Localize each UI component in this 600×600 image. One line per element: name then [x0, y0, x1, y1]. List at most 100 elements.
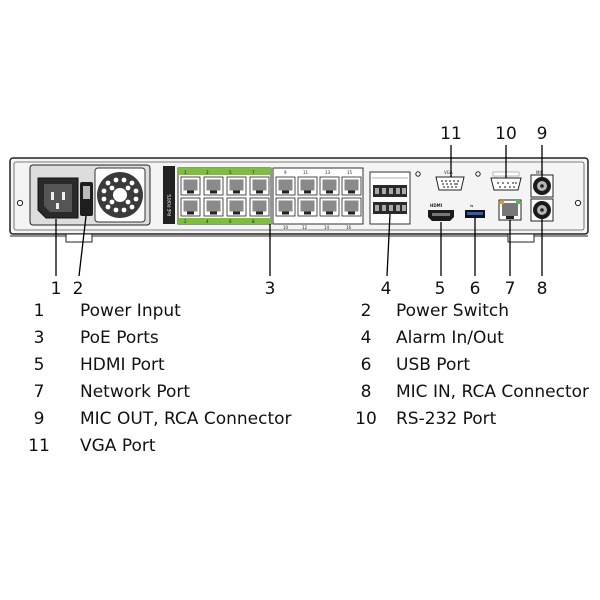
legend-row: 8 MIC IN, RCA Connector — [300, 382, 600, 408]
legend-number: 9 — [33, 409, 45, 429]
callout-3: 3 — [265, 279, 276, 299]
port-number-bottom: 14 — [324, 225, 330, 230]
ethernet-port-icon — [297, 176, 318, 196]
legend-number: 10 — [355, 409, 377, 429]
legend-row: 1 Power Input — [0, 301, 300, 327]
poe-label-strip — [163, 166, 175, 224]
legend-row: 11 VGA Port — [0, 436, 300, 462]
ethernet-port-icon — [319, 176, 340, 196]
fan-grille-icon — [94, 167, 146, 223]
screw-icon — [16, 199, 24, 207]
port-number-bottom: 8 — [252, 219, 255, 224]
legend-row: 5 HDMI Port — [0, 355, 300, 381]
legend-label: MIC IN, RCA Connector — [396, 382, 590, 402]
port-number-top: 5 — [229, 170, 232, 175]
port-number-top: 3 — [206, 170, 209, 175]
hdmi-label: HDMI — [430, 203, 443, 208]
legend-number: 6 — [360, 355, 372, 375]
legend-label: MIC OUT, RCA Connector — [80, 409, 292, 429]
power-switch — [80, 182, 93, 216]
mic-out-rca-connector: MIC — [530, 170, 554, 198]
callout-4: 4 — [381, 279, 392, 299]
ethernet-ports — [180, 176, 362, 217]
legend-label: HDMI Port — [80, 355, 165, 375]
callout-7: 7 — [505, 279, 516, 299]
port-number-top: 15 — [347, 170, 353, 175]
screw-icon — [415, 171, 421, 177]
ethernet-port-icon — [249, 176, 270, 196]
legend-row: 7 Network Port — [0, 382, 300, 408]
ethernet-port-icon — [297, 197, 318, 217]
ethernet-port-icon — [275, 197, 296, 217]
port-number-top: 13 — [325, 170, 331, 175]
port-number-bottom: 12 — [302, 225, 308, 230]
legend-number: 5 — [33, 355, 45, 375]
port-number-top: 9 — [284, 170, 287, 175]
port-number-bottom: 10 — [283, 225, 289, 230]
legend-row: 2 Power Switch — [300, 301, 600, 327]
vga-label: VGA — [444, 170, 453, 175]
legend-number: 7 — [33, 382, 45, 402]
legend-row: 3 PoE Ports — [0, 328, 300, 354]
ethernet-port-icon — [226, 197, 247, 217]
legend-row: 9 MIC OUT, RCA Connector — [0, 409, 300, 435]
port-number-bottom: 6 — [229, 219, 232, 224]
callout-5: 5 — [435, 279, 446, 299]
port-number-labels: 1 3 5 7 9 11 13 15 2 4 6 8 10 12 14 16 — [184, 170, 353, 230]
callout-6: 6 — [470, 279, 481, 299]
legend-label: VGA Port — [80, 436, 156, 456]
callout-1: 1 — [51, 279, 62, 299]
legend-number: 3 — [33, 328, 45, 348]
chassis-foot-left — [65, 233, 93, 243]
port-number-top: 11 — [303, 170, 309, 175]
leader-line-4 — [386, 213, 391, 277]
nvr-rear-panel-diagram: PoE PORTS 1 3 5 7 9 11 13 15 2 4 6 8 10 … — [9, 124, 589, 299]
usb-port: ⇆ — [465, 203, 485, 218]
legend-number: 2 — [360, 301, 372, 321]
legend-label: RS-232 Port — [396, 409, 497, 429]
network-port — [498, 199, 522, 221]
legend-row: 4 Alarm In/Out — [300, 328, 600, 354]
legend-number: 11 — [28, 436, 50, 456]
callout-10: 10 — [495, 124, 517, 144]
alarm-io-terminals — [369, 171, 411, 225]
port-number-top: 7 — [252, 170, 255, 175]
callout-2: 2 — [73, 279, 84, 299]
hdmi-port: HDMI — [428, 203, 454, 221]
ethernet-port-icon — [180, 176, 201, 196]
ethernet-port-icon — [341, 197, 362, 217]
legend-label: USB Port — [396, 355, 471, 375]
legend: 1 Power Input 2 Power Switch 3 PoE Ports… — [0, 298, 600, 468]
port-number-top: 1 — [184, 170, 187, 175]
poe-label-text: PoE PORTS — [167, 194, 172, 216]
port-number-bottom: 2 — [184, 219, 187, 224]
ethernet-port-icon — [319, 197, 340, 217]
chassis-foot-right — [507, 233, 535, 243]
callout-8: 8 — [537, 279, 548, 299]
ethernet-port-icon — [226, 176, 247, 196]
leader-lines — [55, 145, 543, 277]
ethernet-port-icon — [203, 176, 224, 196]
leader-line-2 — [78, 215, 87, 277]
poe-green-band-bottom — [178, 218, 271, 224]
ethernet-port-icon — [249, 197, 270, 217]
legend-label: Network Port — [80, 382, 191, 402]
legend-label: Alarm In/Out — [396, 328, 504, 348]
power-input-connector — [37, 177, 79, 219]
legend-row: 6 USB Port — [300, 355, 600, 381]
vga-port: VGA — [435, 170, 465, 191]
screw-icon — [574, 199, 582, 207]
legend-label: PoE Ports — [80, 328, 159, 348]
ethernet-port-icon — [180, 197, 201, 217]
legend-number: 1 — [33, 301, 45, 321]
legend-row: 10 RS-232 Port — [300, 409, 600, 435]
mic-label: MIC — [536, 170, 544, 175]
callout-11: 11 — [440, 124, 462, 144]
callout-9: 9 — [537, 124, 548, 144]
legend-label: Power Input — [80, 301, 181, 321]
port-number-bottom: 16 — [346, 225, 352, 230]
port-number-bottom: 4 — [206, 219, 209, 224]
chassis-inner-edge — [13, 161, 585, 231]
poe-green-band-top — [178, 168, 271, 175]
screw-icon — [475, 171, 481, 177]
